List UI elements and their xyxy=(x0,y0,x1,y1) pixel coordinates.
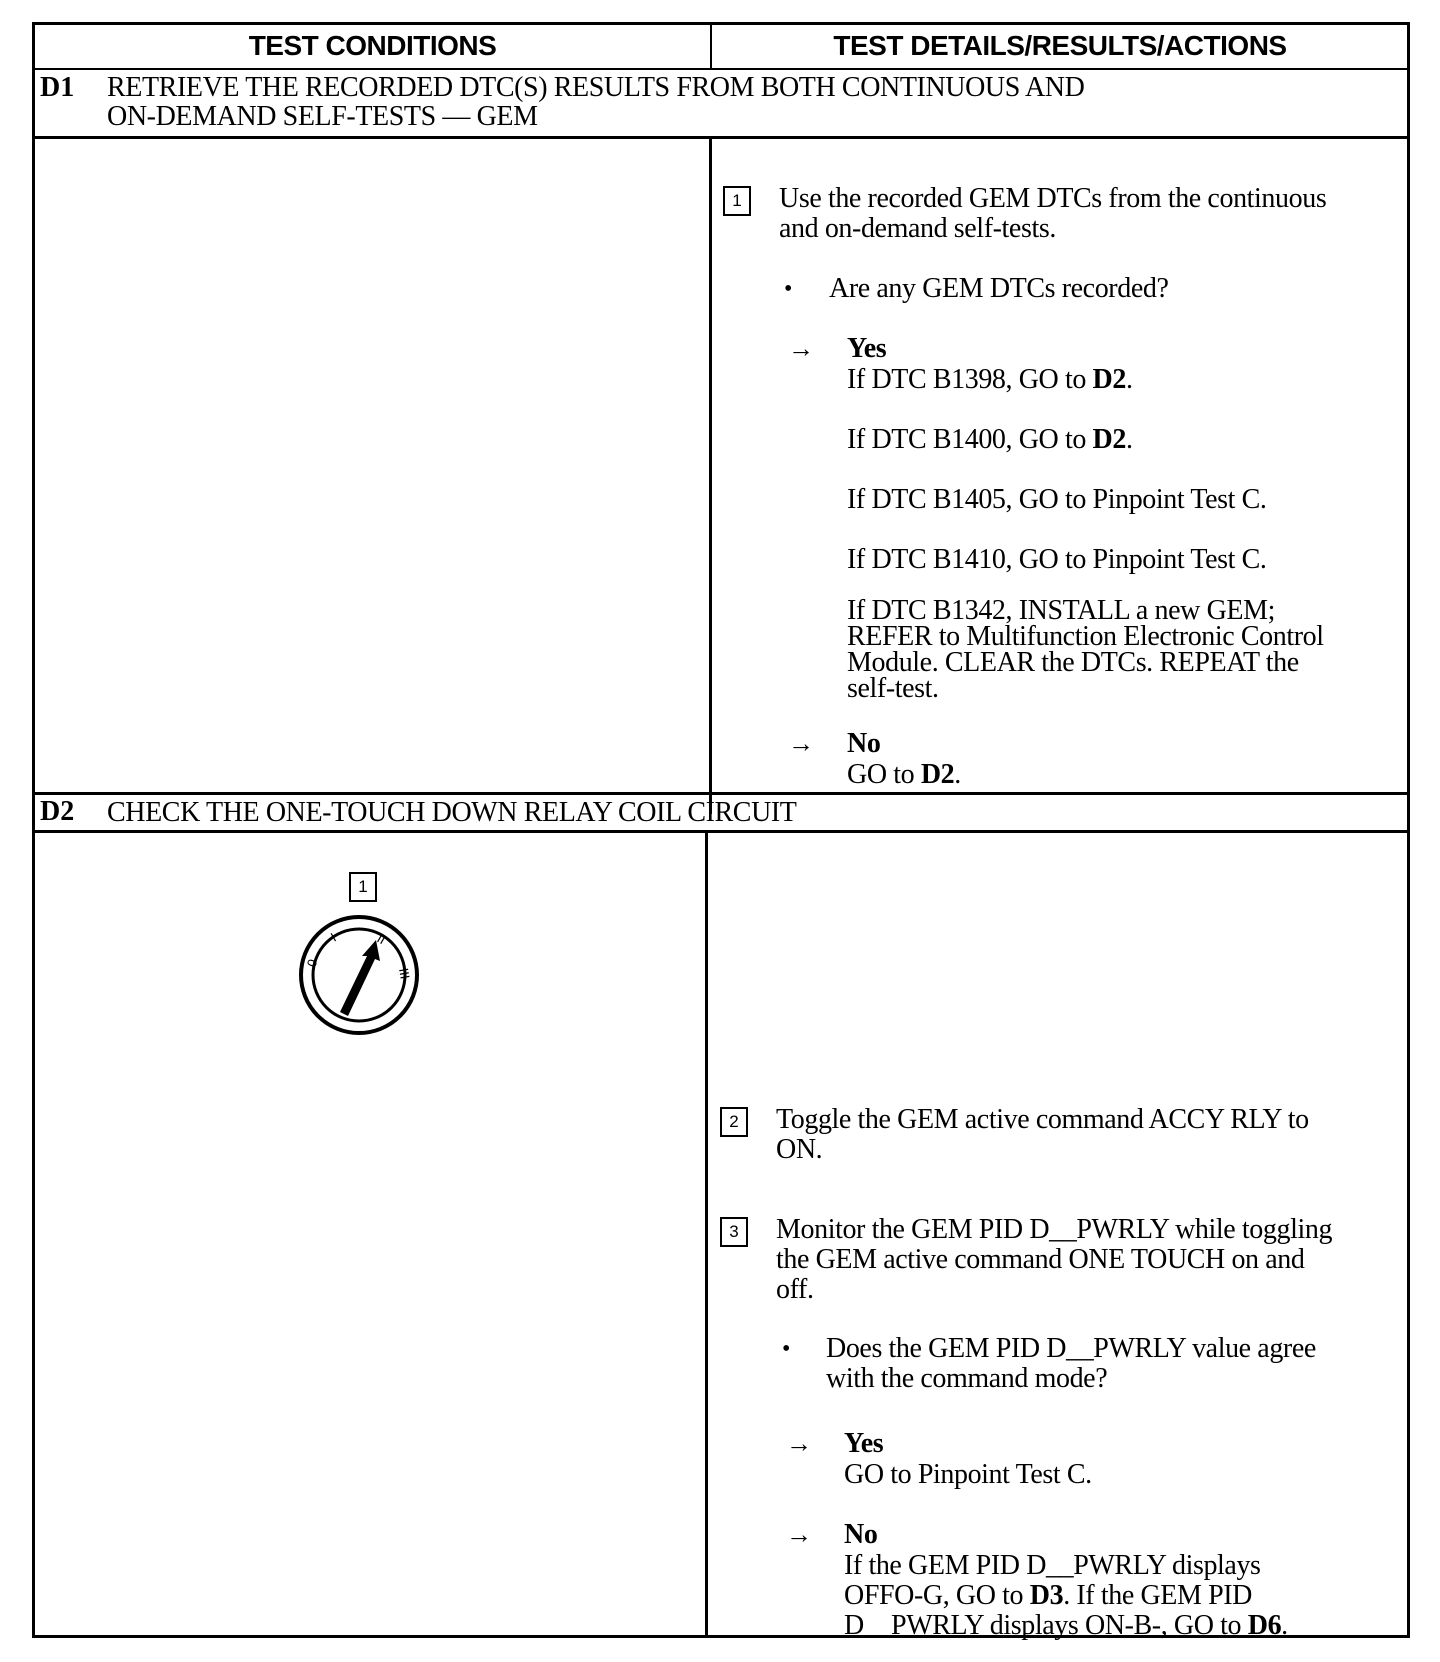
d2-step-3-box: 3 xyxy=(720,1217,748,1247)
d1-no-arrow-icon: → xyxy=(788,729,814,758)
svg-text:0: 0 xyxy=(304,957,321,969)
d2-no-line2: OFFO-G, GO to D3. If the GEM PID xyxy=(844,1581,1288,1611)
d2-no-label: No xyxy=(844,1519,878,1550)
d2-no-line2-target: D3 xyxy=(1029,1580,1064,1611)
d2-step-2-line1: Toggle the GEM active command ACCY RLY t… xyxy=(776,1104,1309,1135)
d1-yes-action-1-text: If DTC B1398, GO to xyxy=(847,364,1093,395)
table-top-border xyxy=(32,22,1410,25)
d1-column-divider xyxy=(709,139,712,814)
header-bottom-rule xyxy=(32,68,1410,70)
d1-yes-action-3: If DTC B1405, GO to Pinpoint Test C. xyxy=(847,484,1267,515)
d2-step-3-line2: the GEM active command ONE TOUCH on and xyxy=(776,1244,1305,1275)
d2-no-arrow-icon: → xyxy=(786,1520,812,1549)
d2-step-3-line3: off. xyxy=(776,1274,814,1305)
d1-question: Are any GEM DTCs recorded? xyxy=(829,273,1169,304)
d1-yes-label: Yes xyxy=(847,333,887,364)
d2-no-line3-end: . xyxy=(1281,1610,1288,1641)
d2-no-line3-text: D__PWRLY displays ON-B-, GO to xyxy=(844,1610,1248,1641)
d1-yes-final-line3: Module. CLEAR the DTCs. REPEAT the xyxy=(847,647,1299,678)
d2-no-line3-target: D6 xyxy=(1247,1610,1282,1641)
d2-yes-arrow-icon: → xyxy=(786,1429,812,1458)
d1-yes-action-1-target: D2 xyxy=(1092,364,1127,395)
section-d1-id: D1 xyxy=(40,72,75,103)
table-bottom-border xyxy=(32,1635,1410,1638)
d2-step-3-line1: Monitor the GEM PID D__PWRLY while toggl… xyxy=(776,1214,1333,1245)
svg-text:I: I xyxy=(328,930,339,945)
d1-yes-action-1-end: . xyxy=(1125,364,1133,395)
d1-yes-final-line1: If DTC B1342, INSTALL a new GEM; xyxy=(847,595,1275,626)
d1-yes-action-1: If DTC B1398, GO to D2. xyxy=(847,365,1133,395)
d2-title-top-rule xyxy=(32,792,1410,795)
d2-step-2-box: 2 xyxy=(720,1107,748,1137)
d2-question-line2: with the command mode? xyxy=(826,1363,1108,1394)
d2-step-2-line2: ON. xyxy=(776,1134,823,1165)
section-d1-title-line1: RETRIEVE THE RECORDED DTC(S) RESULTS FRO… xyxy=(107,72,1085,103)
d1-step-1-box: 1 xyxy=(723,186,751,216)
ignition-switch-icon: 0 I II III xyxy=(299,915,419,1035)
d1-title-bottom-rule xyxy=(32,136,1410,139)
d2-step-2-text: Toggle the GEM active command ACCY RLY t… xyxy=(776,1105,1309,1165)
d2-column-divider xyxy=(705,833,708,1638)
d2-no-line2-end: . If the GEM PID xyxy=(1063,1580,1252,1611)
d1-no-action: GO to D2. xyxy=(847,760,961,790)
d1-step-1-text: Use the recorded GEM DTCs from the conti… xyxy=(779,183,1327,244)
d1-yes-arrow-icon: → xyxy=(788,334,814,363)
section-d1-title-line2: ON-DEMAND SELF-TESTS — GEM xyxy=(107,101,538,132)
d2-step-3-text: Monitor the GEM PID D__PWRLY while toggl… xyxy=(776,1215,1332,1305)
d1-yes-action-2-target: D2 xyxy=(1092,424,1127,455)
d2-no-action: If the GEM PID D__PWRLY displays OFFO-G,… xyxy=(844,1551,1288,1641)
d1-step-1-line1: Use the recorded GEM DTCs from the conti… xyxy=(779,183,1327,214)
d1-step-1-line2: and on-demand self-tests. xyxy=(779,213,1056,244)
section-d2-id: D2 xyxy=(40,796,75,827)
d2-no-line2-text: OFFO-G, GO to xyxy=(844,1580,1030,1611)
d1-no-action-end: . xyxy=(954,759,961,790)
d2-title-bottom-rule xyxy=(32,830,1410,833)
d1-no-label: No xyxy=(847,728,881,759)
svg-text:III: III xyxy=(396,967,413,980)
diagnostic-table: TEST CONDITIONS TEST DETAILS/RESULTS/ACT… xyxy=(32,22,1410,1641)
d1-no-action-text: GO to xyxy=(847,759,921,790)
d2-condition-step-box: 1 xyxy=(349,872,377,902)
d2-no-line1: If the GEM PID D__PWRLY displays xyxy=(844,1550,1261,1581)
d2-question-bullet: • xyxy=(782,1336,791,1362)
section-d1-title: RETRIEVE THE RECORDED DTC(S) RESULTS FRO… xyxy=(107,72,1085,132)
d2-question: Does the GEM PID D__PWRLY value agree wi… xyxy=(826,1334,1316,1394)
d1-no-action-target: D2 xyxy=(920,759,955,790)
d2-yes-action: GO to Pinpoint Test C. xyxy=(844,1459,1092,1490)
d1-yes-action-4: If DTC B1410, GO to Pinpoint Test C. xyxy=(847,544,1267,575)
d2-no-line3: D__PWRLY displays ON-B-, GO to D6. xyxy=(844,1611,1288,1641)
section-d2-title: CHECK THE ONE-TOUCH DOWN RELAY COIL CIRC… xyxy=(107,797,797,828)
d1-yes-action-2: If DTC B1400, GO to D2. xyxy=(847,425,1133,455)
d1-yes-action-2-text: If DTC B1400, GO to xyxy=(847,424,1093,455)
header-test-conditions: TEST CONDITIONS xyxy=(248,30,497,61)
d1-yes-final-line2: REFER to Multifunction Electronic Contro… xyxy=(847,621,1324,652)
header-test-details: TEST DETAILS/RESULTS/ACTIONS xyxy=(833,30,1287,61)
d1-yes-final-action: If DTC B1342, INSTALL a new GEM; REFER t… xyxy=(847,595,1324,704)
d2-yes-label: Yes xyxy=(844,1428,884,1459)
header-divider xyxy=(710,22,712,68)
d1-yes-final-line4: self-test. xyxy=(847,673,939,704)
d1-yes-action-2-end: . xyxy=(1125,424,1133,455)
d1-question-bullet: • xyxy=(784,276,793,302)
d2-question-line1: Does the GEM PID D__PWRLY value agree xyxy=(826,1333,1316,1364)
